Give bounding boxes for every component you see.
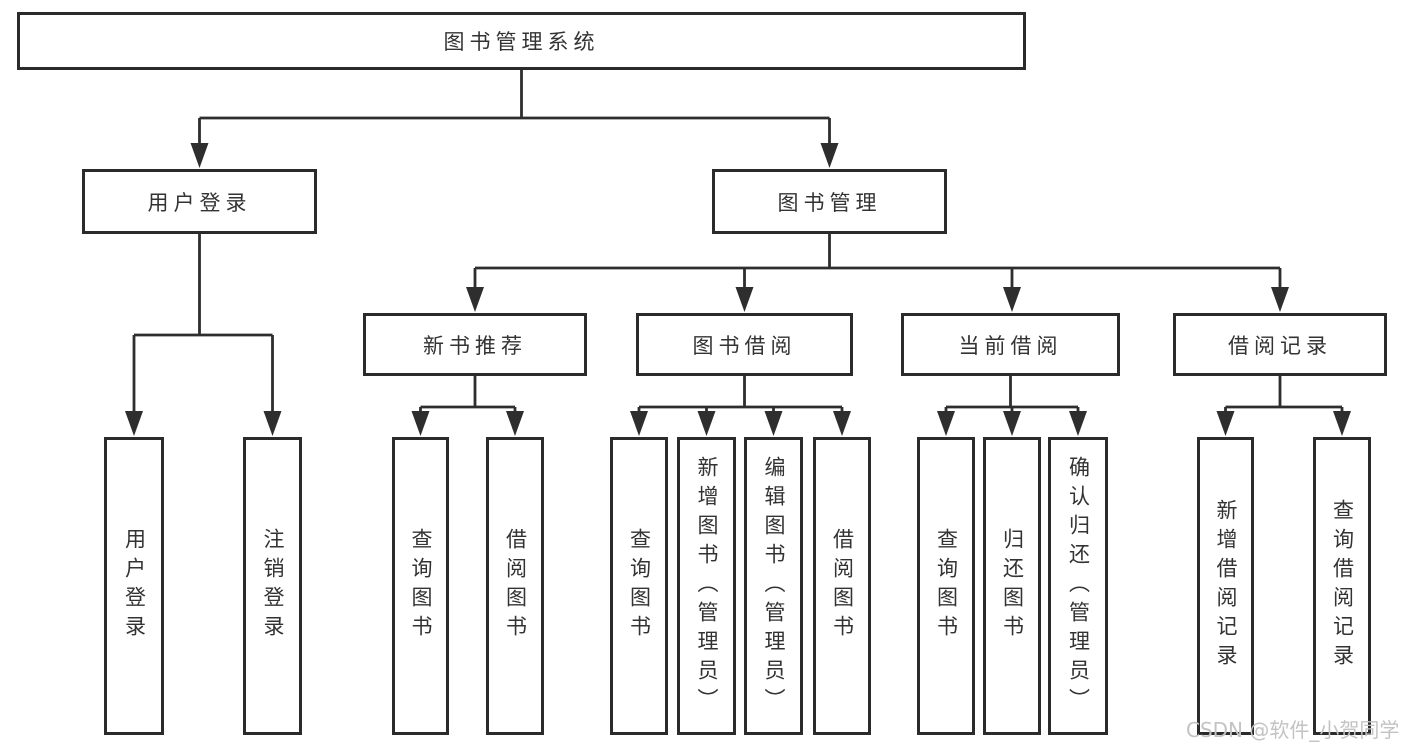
leaf-user-login: 用户登录 xyxy=(104,437,164,735)
leaf-add-books-admin: 新增图书（管理员） xyxy=(677,437,736,735)
leaf-label: 确认归还（管理员） xyxy=(1066,455,1091,717)
leaf-label: 新增借阅记录 xyxy=(1214,499,1238,673)
node-label: 用户登录 xyxy=(147,190,252,215)
node-borrow-records: 借阅记录 xyxy=(1173,313,1387,376)
node-label: 新书推荐 xyxy=(423,333,527,358)
connector-records-to-leaves xyxy=(1216,375,1351,436)
leaf-label: 归还图书 xyxy=(1000,528,1025,644)
leaf-edit-books-admin: 编辑图书（管理员） xyxy=(744,437,803,735)
leaf-label: 查询图书 xyxy=(934,528,959,644)
leaf-query-books-current: 查询图书 xyxy=(917,437,975,735)
leaf-label: 新增图书（管理员） xyxy=(695,455,719,717)
leaf-query-books-borrow: 查询图书 xyxy=(610,437,668,735)
node-book-management-branch: 图书管理 xyxy=(712,169,947,234)
leaf-label: 借阅图书 xyxy=(503,528,528,644)
leaf-confirm-return-admin: 确认归还（管理员） xyxy=(1048,437,1108,735)
connector-root-to-level2 xyxy=(190,70,839,168)
node-label: 图书借阅 xyxy=(692,333,797,358)
leaf-label: 用户登录 xyxy=(122,528,147,644)
node-book-borrowing: 图书借阅 xyxy=(636,313,853,376)
leaf-label: 查询借阅记录 xyxy=(1330,499,1355,673)
node-user-login-branch: 用户登录 xyxy=(82,169,317,234)
node-library-management-system: 图书管理系统 xyxy=(17,12,1026,70)
leaf-borrow-books-newbook: 借阅图书 xyxy=(486,437,544,735)
connector-borrow-to-leaves xyxy=(630,375,851,436)
leaf-query-borrow-record: 查询借阅记录 xyxy=(1313,437,1371,735)
node-label: 图书管理 xyxy=(777,190,882,215)
connector-current-to-leaves xyxy=(937,375,1087,436)
leaf-label: 查询图书 xyxy=(627,528,652,644)
leaf-label: 编辑图书（管理员） xyxy=(762,455,786,717)
leaf-return-books: 归还图书 xyxy=(983,437,1041,735)
connector-login-to-leaves xyxy=(125,233,282,436)
connector-newbook-to-leaves xyxy=(411,375,524,436)
leaf-label: 注销登录 xyxy=(261,528,285,644)
leaf-label: 借阅图书 xyxy=(830,528,855,644)
leaf-query-books-newbook: 查询图书 xyxy=(392,437,449,735)
leaf-logout: 注销登录 xyxy=(243,437,302,735)
node-current-borrowing: 当前借阅 xyxy=(901,313,1120,376)
connector-mgmt-to-level3 xyxy=(466,233,1289,312)
node-new-book-recommend: 新书推荐 xyxy=(363,313,587,376)
csdn-watermark: CSDN @软件_小贺同学 xyxy=(1186,718,1400,742)
leaf-add-borrow-record: 新增借阅记录 xyxy=(1197,437,1254,735)
node-label: 当前借阅 xyxy=(958,333,1063,358)
leaf-label: 查询图书 xyxy=(409,528,433,644)
node-label: 借阅记录 xyxy=(1228,333,1332,358)
leaf-borrow-books-borrow: 借阅图书 xyxy=(813,437,871,735)
node-label: 图书管理系统 xyxy=(443,30,600,54)
